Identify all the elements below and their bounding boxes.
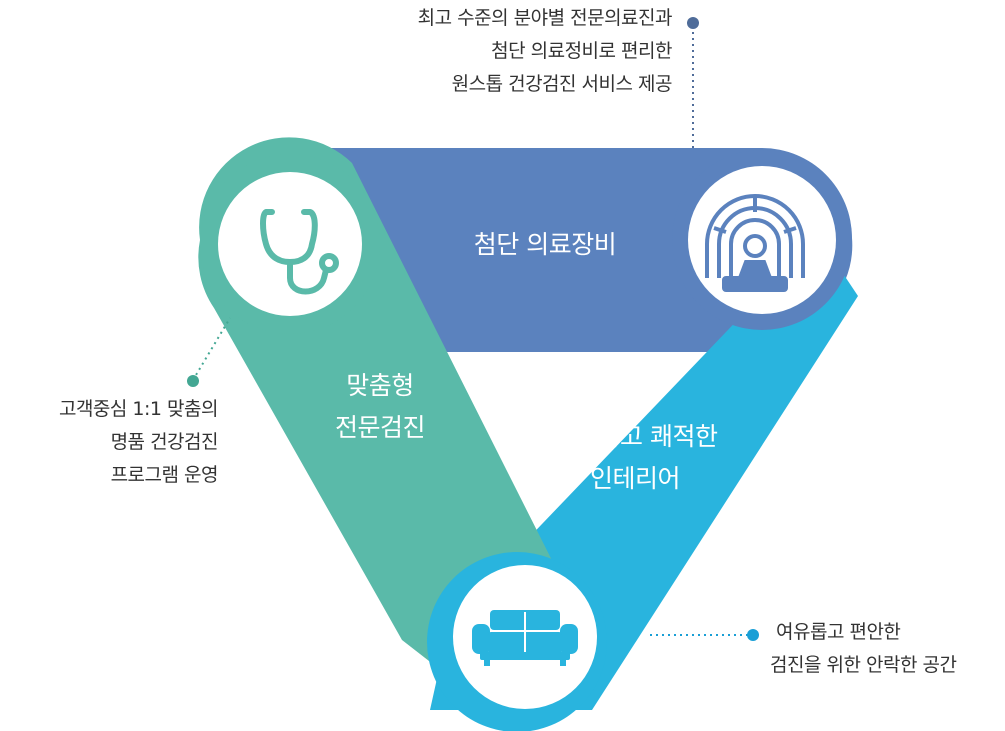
interior-label: 편안하고 쾌적한 인테리어 [510, 416, 760, 500]
checkup-callout: 고객중심 1:1 맞춤의 명품 건강검진 프로그램 운영 [0, 393, 219, 492]
stethoscope-icon [260, 209, 339, 295]
top-connector [687, 17, 699, 148]
callout-line: 프로그램 운영 [110, 464, 219, 486]
band-label-line: 인테리어 [589, 464, 681, 493]
callout-line: 원스톱 건강검진 서비스 제공 [451, 73, 673, 95]
checkup-icon-circle [218, 172, 362, 316]
left-connector [187, 317, 231, 387]
equipment-callout: 최고 수준의 분야별 전문의료진과 첨단 의료정비로 편리한 원스톱 건강검진 … [300, 2, 673, 101]
equipment-label: 첨단 의료장비 [440, 224, 650, 266]
checkup-label: 맞춤형 전문검진 [300, 365, 460, 449]
band-label-line: 첨단 의료장비 [473, 230, 617, 259]
bottom-connector [650, 629, 759, 641]
callout-line: 명품 건강검진 [110, 431, 219, 453]
band-label-line: 편안하고 쾌적한 [552, 422, 718, 451]
callout-line: 검진을 위한 안락한 공간 [770, 654, 957, 676]
callout-line: 첨단 의료정비로 편리한 [491, 40, 672, 62]
callout-line: 최고 수준의 분야별 전문의료진과 [417, 7, 673, 29]
interior-callout: 여유롭고 편안한 검진을 위한 안락한 공간 [770, 616, 1005, 682]
sofa-icon [472, 610, 578, 666]
mri-scanner-icon [705, 194, 805, 292]
callout-line: 여유롭고 편안한 [776, 621, 901, 643]
band-label-line: 맞춤형 [346, 371, 414, 400]
callout-line: 고객중심 1:1 맞춤의 [58, 398, 219, 420]
band-label-line: 전문검진 [334, 413, 426, 442]
